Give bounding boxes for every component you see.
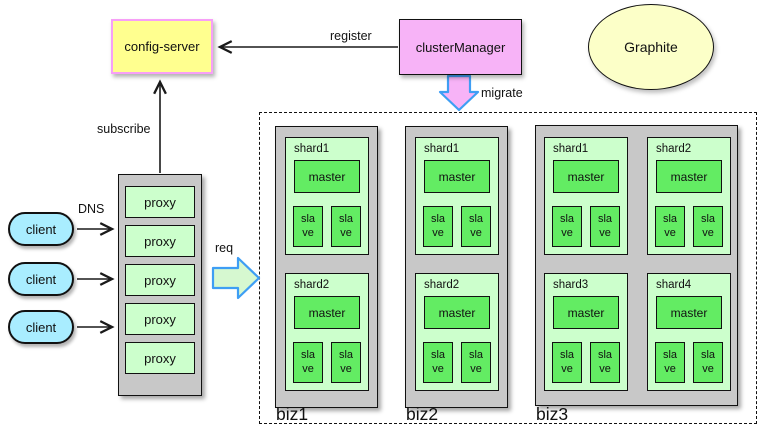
biz1-container: shard1 master slave slave shard2 master … [275, 126, 378, 408]
master-node: master [424, 296, 490, 329]
shard-name: shard2 [424, 279, 460, 291]
master-node: master [294, 160, 360, 193]
client-node: client [8, 212, 74, 246]
proxy-node: proxy [125, 225, 195, 257]
slave-node: slave [423, 342, 453, 383]
proxy-node: proxy [125, 342, 195, 374]
shard-name: shard3 [553, 279, 589, 291]
client-node: client [8, 262, 74, 296]
proxy-node: proxy [125, 264, 195, 296]
slave-node: slave [590, 206, 620, 247]
req-label: req [215, 241, 234, 255]
proxy-node: proxy [125, 186, 195, 218]
shard-name: shard2 [656, 143, 692, 155]
biz2-container: shard1 master slave slave shard2 master … [405, 126, 508, 408]
slave-node: slave [423, 206, 453, 247]
slave-node: slave [552, 342, 582, 383]
master-node: master [553, 160, 619, 193]
biz2-label: biz2 [406, 404, 439, 424]
proxy-node: proxy [125, 303, 195, 335]
slave-node: slave [331, 342, 361, 383]
req-fat-arrow [211, 256, 261, 300]
slave-node: slave [552, 206, 582, 247]
shard: shard4 master slave slave [647, 273, 731, 391]
biz1-label: biz1 [276, 404, 309, 424]
master-node: master [553, 296, 619, 329]
master-node: master [656, 160, 722, 193]
shard-name: shard1 [553, 143, 589, 155]
slave-node: slave [461, 206, 491, 247]
slave-node: slave [693, 206, 723, 247]
dns-label: DNS [78, 202, 105, 216]
master-node: master [656, 296, 722, 329]
master-node: master [424, 160, 490, 193]
shard-name: shard1 [424, 143, 460, 155]
shard: shard2 master slave slave [285, 273, 369, 391]
migrate-label: migrate [481, 86, 523, 100]
slave-node: slave [293, 206, 323, 247]
slave-node: slave [655, 342, 685, 383]
shard-name: shard1 [294, 143, 330, 155]
shard: shard3 master slave slave [544, 273, 628, 391]
slave-node: slave [693, 342, 723, 383]
subscribe-label: subscribe [97, 122, 151, 136]
proxy-stack: proxy proxy proxy proxy proxy [118, 174, 202, 396]
graphite-node: Graphite [588, 4, 714, 90]
cluster-manager-node: clusterManager [399, 19, 522, 75]
slave-node: slave [331, 206, 361, 247]
biz3-container: shard1 master slave slave shard2 master … [535, 125, 738, 406]
shard: shard1 master slave slave [285, 137, 369, 255]
shard: shard1 master slave slave [415, 137, 499, 255]
slave-node: slave [655, 206, 685, 247]
shard-name: shard4 [656, 279, 692, 291]
master-node: master [294, 296, 360, 329]
shard: shard2 master slave slave [415, 273, 499, 391]
config-server-node: config-server [111, 19, 213, 74]
migrate-fat-arrow [438, 74, 480, 112]
slave-node: slave [461, 342, 491, 383]
slave-node: slave [293, 342, 323, 383]
client-node: client [8, 310, 74, 344]
shard: shard2 master slave slave [647, 137, 731, 255]
shard-name: shard2 [294, 279, 330, 291]
biz3-label: biz3 [536, 404, 569, 424]
slave-node: slave [590, 342, 620, 383]
shard: shard1 master slave slave [544, 137, 628, 255]
register-label: register [330, 29, 372, 43]
